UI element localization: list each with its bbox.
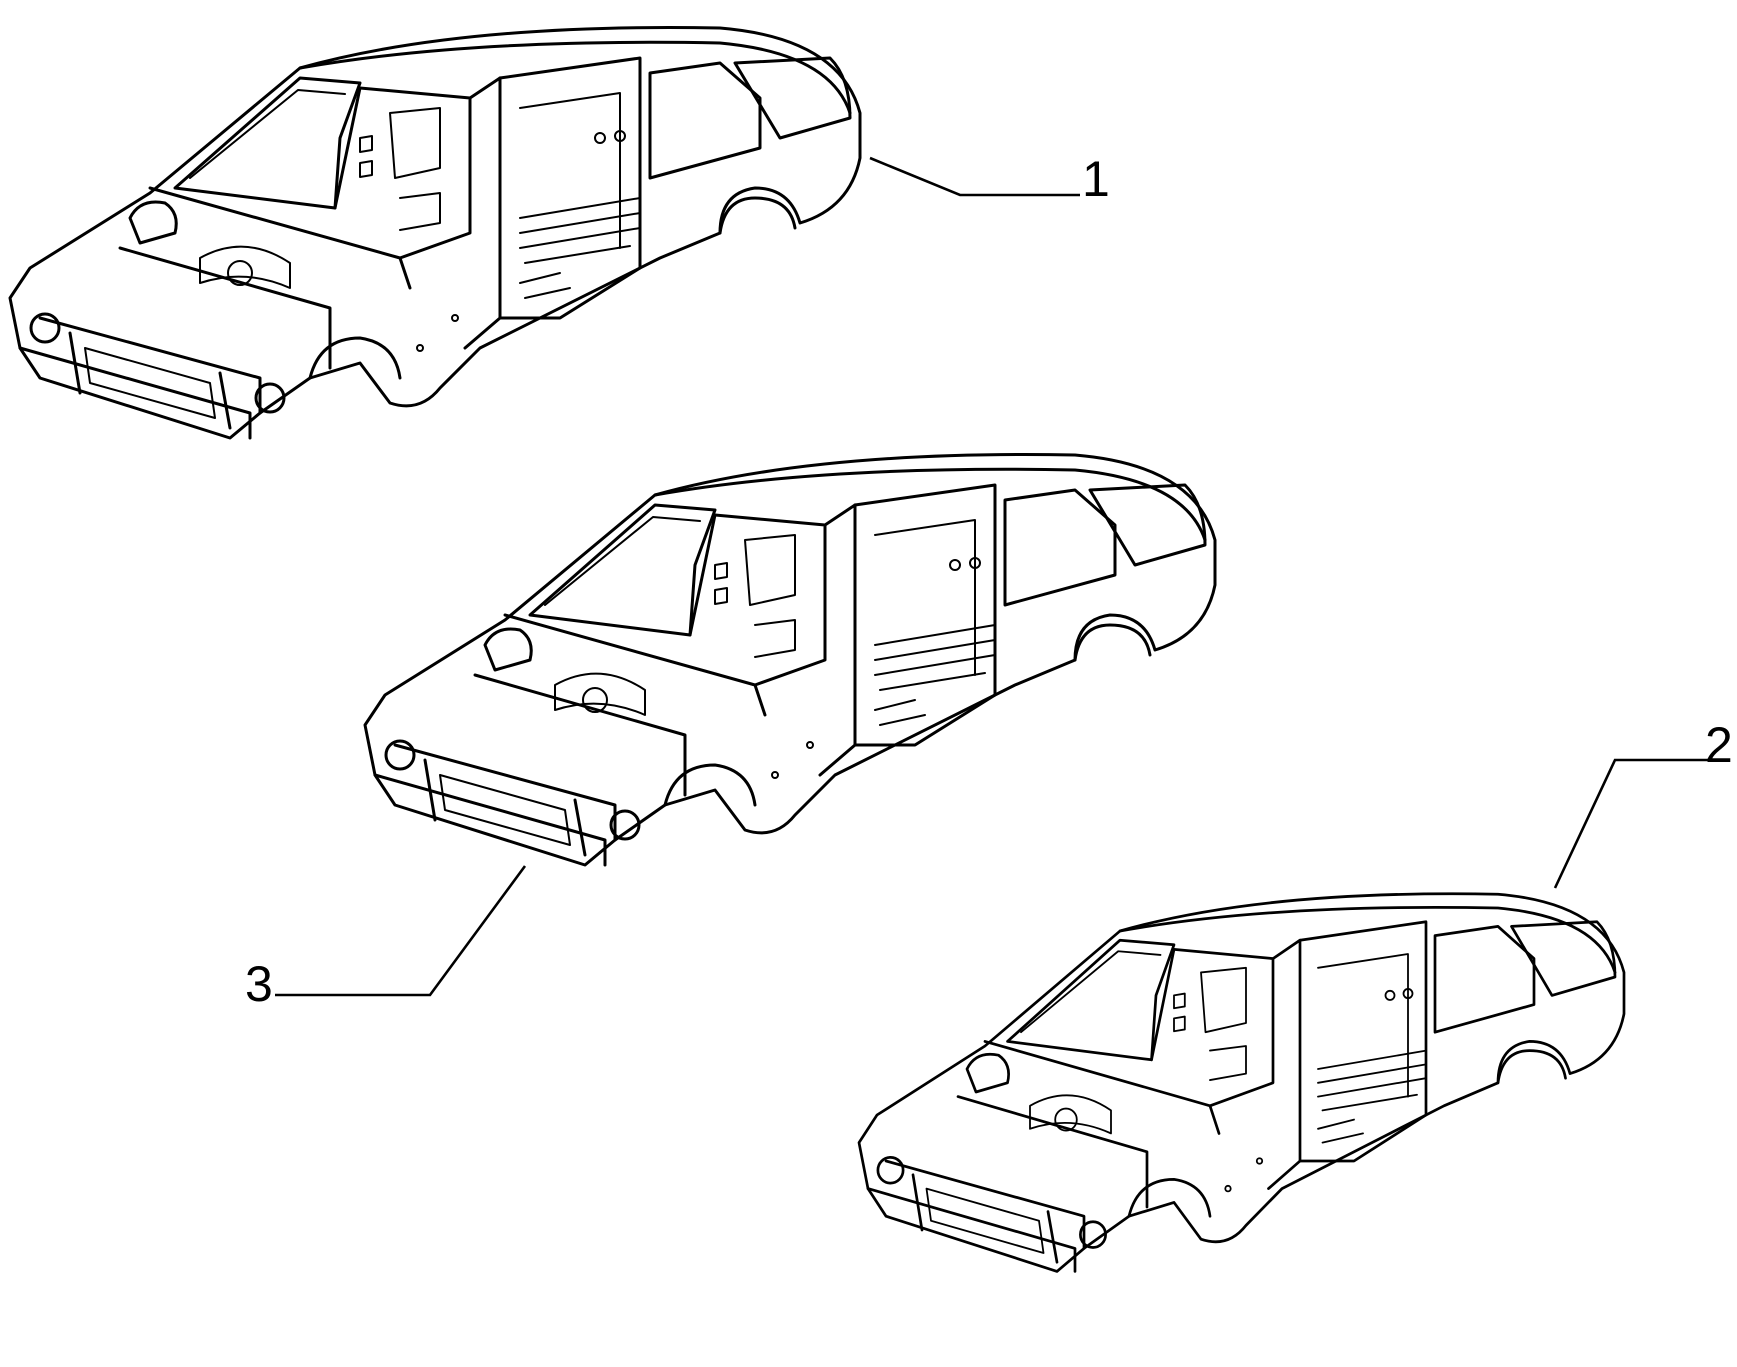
callout-3: 3 <box>245 956 273 1012</box>
car-body-1 <box>8 26 862 440</box>
callout-2: 2 <box>1705 717 1733 773</box>
leader-line-3 <box>275 865 527 997</box>
leader-line-2 <box>1553 758 1715 889</box>
car-body-2 <box>857 892 1626 1273</box>
car-body-3 <box>363 453 1217 867</box>
leader-line-1 <box>869 156 1080 197</box>
callout-1: 1 <box>1082 151 1110 207</box>
